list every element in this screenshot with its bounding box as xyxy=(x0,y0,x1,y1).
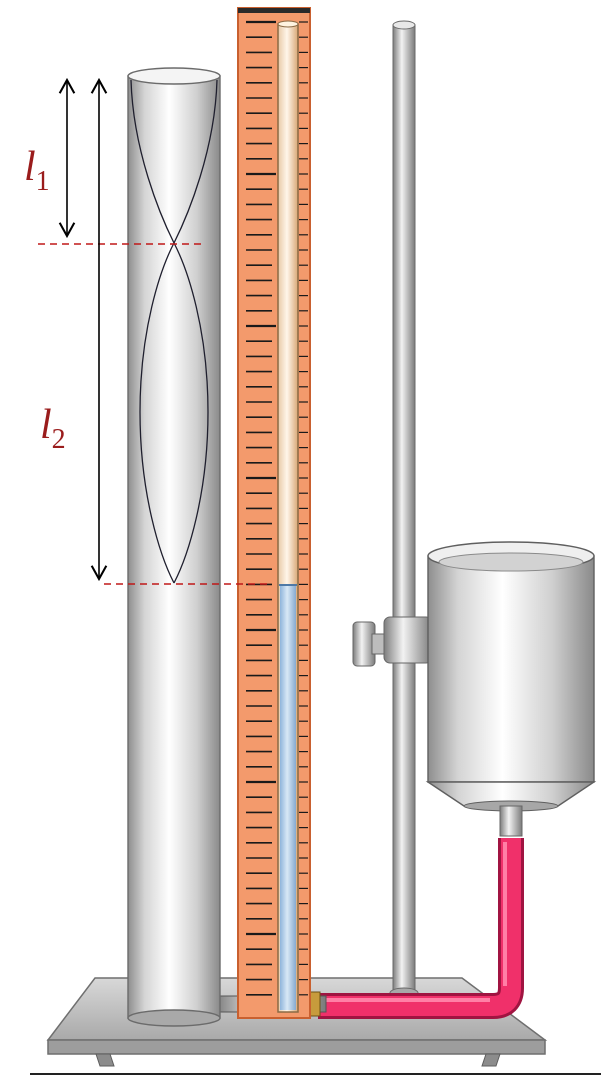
glass-tube xyxy=(277,20,299,1013)
stand-rod xyxy=(389,20,419,999)
standing-wave xyxy=(130,79,218,584)
dimension-arrows xyxy=(58,77,108,582)
rubber-hose xyxy=(318,838,524,1019)
water-reservoir xyxy=(425,541,597,837)
label-l2: l2 xyxy=(40,402,66,455)
scale-ticks xyxy=(246,20,308,996)
label-l1: l1 xyxy=(24,144,50,197)
dashed-reference-lines xyxy=(38,243,272,585)
rod-clamp xyxy=(352,616,433,667)
water-column xyxy=(280,585,296,1010)
resonance-cylinder xyxy=(127,67,221,1027)
measuring-scale xyxy=(237,7,311,1019)
